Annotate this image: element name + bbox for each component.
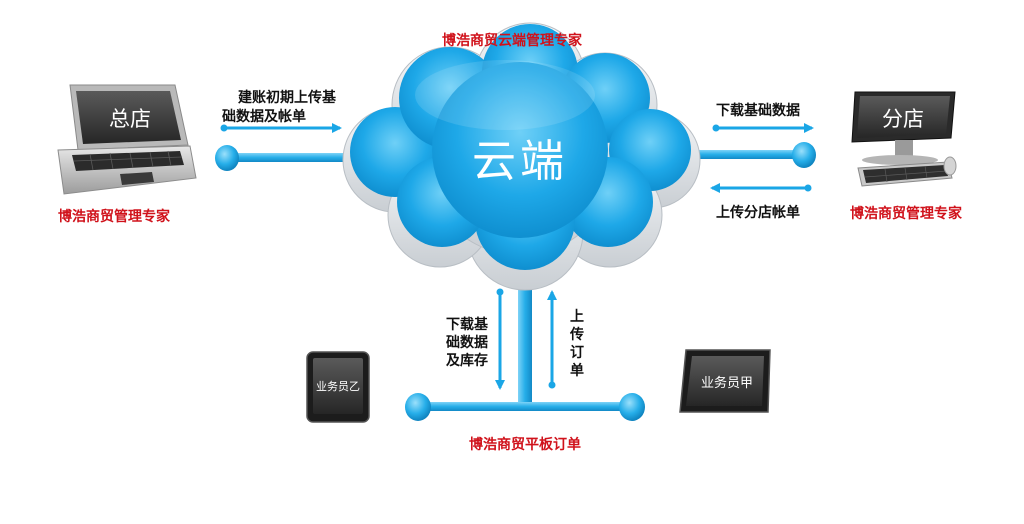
hq-caption: 博浩商贸管理专家 [58, 209, 170, 225]
branch-screen-label: 分店 [882, 107, 924, 131]
pipe-end-caps [215, 142, 816, 421]
branch-upload-label: 上传分店帐单 [716, 205, 800, 221]
flow-arrows [220, 123, 814, 390]
hq-laptop [57, 84, 197, 195]
hq-screen-label: 总店 [109, 107, 151, 131]
diagram-title: 博浩商贸云端管理专家 [442, 33, 582, 49]
branch-download-label: 下载基础数据 [716, 103, 800, 119]
branch-desktop [851, 91, 957, 187]
tablet-download-label-line1: 下载基 [446, 317, 488, 333]
tablet-left-device [306, 351, 370, 423]
hq-upload-label-line1: 建账初期上传基 [238, 90, 336, 106]
branch-caption: 博浩商贸管理专家 [850, 206, 962, 222]
tablet-upload-label-line2: 传 [570, 327, 584, 343]
tablet-upload-label-line1: 上 [570, 309, 584, 325]
tablet-left-label: 业务员乙 [316, 380, 360, 393]
cloud-label: 云端 [472, 136, 568, 187]
tablet-upload-label-line3: 订 [570, 345, 584, 361]
hq-upload-label-line2: 础数据及帐单 [222, 109, 306, 125]
tablet-upload-label-line4: 单 [570, 363, 584, 379]
tablet-download-label-line3: 及库存 [446, 353, 488, 369]
cloud-shape [342, 22, 701, 291]
tablet-right-device [679, 349, 771, 413]
connection-pipes [226, 150, 805, 411]
tablet-caption: 博浩商贸平板订单 [469, 437, 581, 453]
tablet-right-label: 业务员甲 [700, 376, 753, 391]
tablet-download-label-line2: 础数据 [446, 335, 488, 351]
